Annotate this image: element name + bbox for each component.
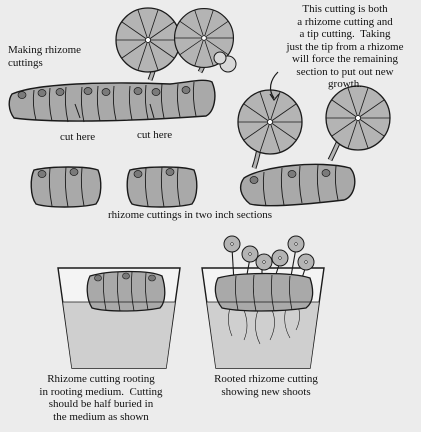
rhizome-illustration [8, 7, 237, 123]
shoot-leaf [287, 235, 305, 253]
tip-cutting-note: This cutting is both a rhizome cutting a… [286, 3, 404, 90]
rooted-caption: Rooted rhizome cutting showing new shoot… [214, 373, 318, 398]
making-cuttings-label: Making rhizome cuttings [8, 44, 82, 69]
rhizome-sections [30, 166, 198, 208]
shoot-leaf [271, 249, 289, 267]
leaf-pad [325, 85, 391, 151]
rooted-pot [201, 235, 325, 369]
shoot-leaf [297, 253, 315, 271]
cut-here-right-label: cut here [137, 129, 173, 141]
shoot-leaf [241, 245, 259, 263]
rooting-pot [57, 267, 181, 369]
shoot-leaf [223, 235, 241, 253]
rooting-caption: Rhizome cutting rooting in rooting mediu… [39, 373, 163, 423]
shoot-leaf [255, 253, 273, 271]
leaf-pad [115, 7, 181, 73]
tip-cutting-illustration [237, 71, 391, 207]
cut-here-left-label: cut here [60, 131, 96, 143]
sections-caption: rhizome cuttings in two inch sections [108, 209, 273, 221]
leaf-pad [237, 89, 303, 155]
